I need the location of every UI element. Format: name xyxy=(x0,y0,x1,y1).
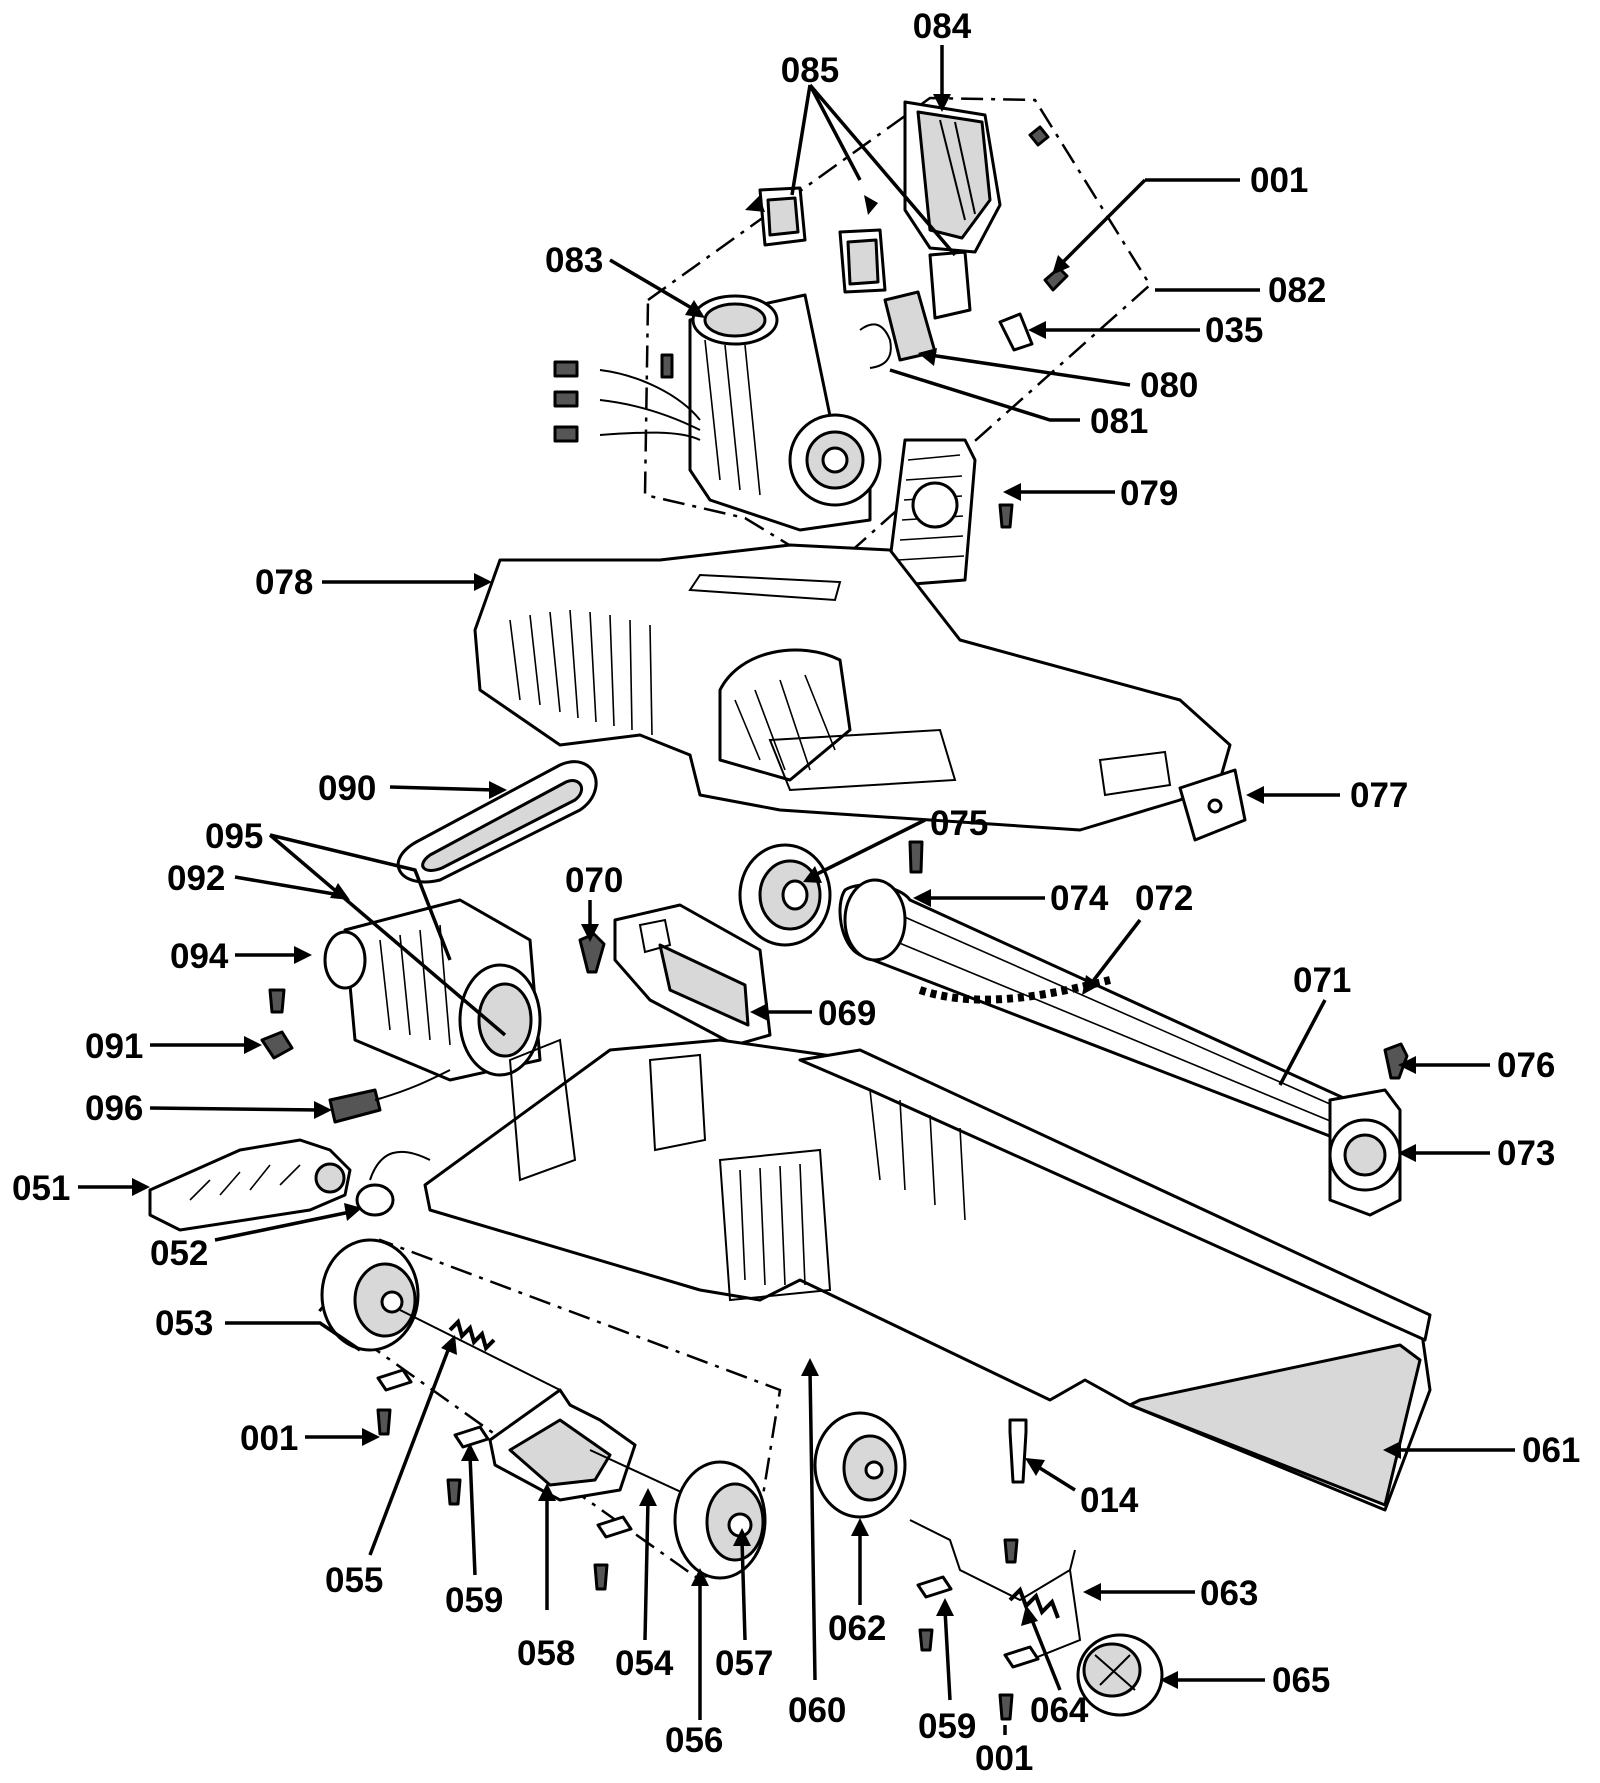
label-001-bottom: 001 xyxy=(975,1739,1033,1778)
screw-near-079 xyxy=(998,503,1014,529)
screw-near-083 xyxy=(660,353,674,379)
part-059-clip-right xyxy=(916,1575,953,1599)
part-083-handle-socket xyxy=(688,293,882,532)
screw-near-091 xyxy=(268,988,286,1014)
label-065: 065 xyxy=(1272,1661,1330,1700)
label-094: 094 xyxy=(170,937,229,976)
label-073: 073 xyxy=(1497,1134,1555,1173)
part-059-clip-left xyxy=(376,1368,413,1392)
label-053: 053 xyxy=(155,1304,213,1343)
part-081-clip xyxy=(859,323,892,369)
part-076-screw xyxy=(1383,1042,1409,1080)
part-014-pin xyxy=(1008,1418,1028,1484)
screw-001-bottom xyxy=(998,1693,1014,1721)
part-055-axle-spring xyxy=(399,1309,561,1391)
label-062: 062 xyxy=(828,1609,886,1648)
label-082: 082 xyxy=(1268,271,1326,310)
screw-001-left xyxy=(376,1408,392,1436)
part-059-clip-3 xyxy=(596,1515,633,1539)
part-091-brush xyxy=(260,1030,294,1060)
label-078: 078 xyxy=(255,563,313,602)
label-075: 075 xyxy=(930,804,988,843)
label-070: 070 xyxy=(565,861,623,900)
label-058: 058 xyxy=(517,1634,575,1673)
part-079-end-cap xyxy=(888,438,977,587)
part-053-wheel xyxy=(320,1238,420,1352)
label-001-top: 001 xyxy=(1250,161,1308,200)
label-059-left: 059 xyxy=(445,1581,503,1620)
wire-harness xyxy=(553,360,701,443)
label-076: 076 xyxy=(1497,1046,1555,1085)
part-062-wheel xyxy=(813,1411,907,1519)
label-056: 056 xyxy=(665,1721,723,1760)
part-059-clip-2 xyxy=(453,1425,490,1449)
part-061-base-chassis xyxy=(423,1038,1432,1512)
screw-near-084 xyxy=(1028,125,1050,147)
screw-near-059 xyxy=(446,1478,462,1506)
label-090: 090 xyxy=(318,769,376,808)
part-064-spring xyxy=(1008,1586,1060,1619)
label-072: 072 xyxy=(1135,879,1193,918)
part-065-knob xyxy=(1076,1633,1164,1717)
label-052: 052 xyxy=(150,1234,208,1273)
label-085: 085 xyxy=(781,51,839,90)
part-052-washer xyxy=(355,1183,395,1217)
screw-near-054 xyxy=(593,1563,609,1591)
label-060: 060 xyxy=(788,1691,846,1730)
screw-near-059-right xyxy=(918,1628,934,1652)
part-075-pulley xyxy=(738,843,832,947)
label-071: 071 xyxy=(1293,961,1351,1000)
label-063: 063 xyxy=(1200,1574,1258,1613)
assembly-outline-082 xyxy=(643,96,1152,572)
label-014: 014 xyxy=(1080,1481,1139,1520)
part-077-plate xyxy=(1178,768,1247,842)
label-095: 095 xyxy=(205,817,263,856)
part-084-switch-cover xyxy=(903,100,1002,254)
label-083: 083 xyxy=(545,241,603,280)
spring-wire-052 xyxy=(369,1150,431,1181)
part-090-belt xyxy=(396,760,598,884)
label-054: 054 xyxy=(615,1644,674,1683)
label-051: 051 xyxy=(12,1169,70,1208)
part-085-switches xyxy=(758,186,972,320)
label-092: 092 xyxy=(167,859,225,898)
label-035: 035 xyxy=(1205,311,1263,350)
part-094-motor xyxy=(323,898,542,1082)
part-058-bracket xyxy=(488,1388,637,1502)
part-059-clip-4 xyxy=(1003,1645,1040,1669)
part-056-wheel xyxy=(673,1460,767,1580)
part-labels: 084 085 001 083 082 035 080 081 079 078 … xyxy=(12,7,1580,1778)
part-035-clip xyxy=(998,312,1034,352)
label-077: 077 xyxy=(1350,776,1408,815)
label-064: 064 xyxy=(1030,1691,1089,1730)
label-055: 055 xyxy=(325,1561,383,1600)
part-070-screw xyxy=(578,932,606,974)
part-069-circuit-board xyxy=(613,903,772,1047)
label-079: 079 xyxy=(1120,474,1178,513)
part-080-bracket xyxy=(883,290,937,362)
label-084: 084 xyxy=(913,7,972,46)
label-080: 080 xyxy=(1140,366,1198,405)
part-051-pedal xyxy=(148,1138,352,1232)
label-096: 096 xyxy=(85,1089,143,1128)
label-059-right: 059 xyxy=(918,1707,976,1746)
label-001-left: 001 xyxy=(240,1419,298,1458)
assembly-outline-053 xyxy=(318,1238,782,1582)
label-074: 074 xyxy=(1050,879,1109,918)
leader-lines xyxy=(78,45,1515,1735)
label-081: 081 xyxy=(1090,402,1148,441)
part-071-brush-roll xyxy=(838,878,1402,1217)
label-091: 091 xyxy=(85,1027,143,1066)
screw-near-074 xyxy=(908,840,924,874)
screw-near-063 xyxy=(1003,1538,1019,1564)
part-096-capacitor xyxy=(328,1069,451,1124)
label-069: 069 xyxy=(818,994,876,1033)
label-057: 057 xyxy=(715,1644,773,1683)
label-061: 061 xyxy=(1522,1431,1580,1470)
